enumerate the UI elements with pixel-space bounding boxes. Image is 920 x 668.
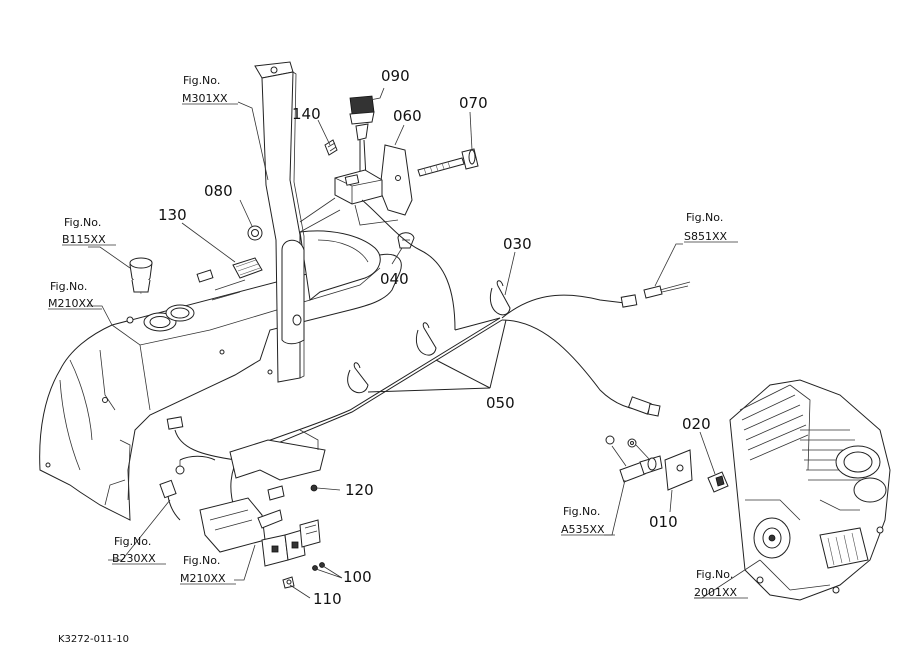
- part-080-grommet: [247, 225, 263, 241]
- label-010: 010: [649, 513, 678, 531]
- part-030-harness: [159, 199, 691, 546]
- svg-text:2001XX: 2001XX: [694, 586, 738, 599]
- part-020: [707, 471, 729, 493]
- figref-m210a: Fig.No. M210XX: [48, 280, 102, 310]
- part-130-pad: [232, 257, 263, 279]
- label-120: 120: [345, 481, 374, 499]
- figref-m210b: Fig.No. M210XX: [180, 554, 236, 585]
- switch-assembly: [299, 95, 479, 233]
- label-060: 060: [393, 107, 422, 125]
- engine-2001: [729, 379, 891, 601]
- fig-refs: Fig.No. M301XX Fig.No. B115XX Fig.No. M2…: [48, 74, 748, 599]
- label-050: 050: [486, 394, 515, 412]
- label-090: 090: [381, 67, 410, 85]
- svg-text:Fig.No.: Fig.No.: [64, 216, 101, 229]
- svg-text:B230XX: B230XX: [112, 552, 156, 565]
- figref-b230: Fig.No. B230XX: [112, 535, 166, 565]
- figref-m301: Fig.No. M301XX: [182, 74, 238, 105]
- svg-text:M210XX: M210XX: [48, 297, 94, 310]
- svg-text:Fig.No.: Fig.No.: [183, 554, 220, 567]
- svg-text:Fig.No.: Fig.No.: [696, 568, 733, 581]
- label-100: 100: [343, 568, 372, 586]
- diagram-code: K3272-011-10: [58, 634, 129, 645]
- label-080: 080: [204, 182, 233, 200]
- figref-b115: Fig.No. B115XX: [62, 216, 116, 246]
- label-020: 020: [682, 415, 711, 433]
- svg-text:Fig.No.: Fig.No.: [50, 280, 87, 293]
- figref-s851: Fig.No. S851XX: [684, 211, 738, 243]
- vertical-post: [254, 61, 305, 383]
- svg-text:B115XX: B115XX: [62, 233, 106, 246]
- label-140: 140: [292, 105, 321, 123]
- svg-text:Fig.No.: Fig.No.: [563, 505, 600, 518]
- figref-a535: Fig.No. A535XX: [561, 505, 615, 536]
- part-050-clamps: [347, 280, 511, 394]
- svg-text:S851XX: S851XX: [684, 230, 728, 243]
- svg-text:M210XX: M210XX: [180, 572, 226, 585]
- part-labels: 090 140 060 070 080 130 030 040 050 020 …: [158, 67, 711, 608]
- label-110: 110: [313, 590, 342, 608]
- label-030: 030: [503, 235, 532, 253]
- figref-2001: Fig.No. 2001XX: [694, 568, 748, 599]
- svg-text:M301XX: M301XX: [182, 92, 228, 105]
- label-130: 130: [158, 206, 187, 224]
- sensor-b115: [129, 257, 153, 295]
- lower-bracket: [199, 429, 326, 589]
- leader-lines: [88, 87, 761, 599]
- svg-text:Fig.No.: Fig.No.: [686, 211, 723, 224]
- part-010-bracket: [605, 435, 693, 491]
- fender-panel: [39, 230, 402, 521]
- svg-text:Fig.No.: Fig.No.: [114, 535, 151, 548]
- label-040: 040: [380, 270, 409, 288]
- label-070: 070: [459, 94, 488, 112]
- svg-text:Fig.No.: Fig.No.: [183, 74, 220, 87]
- svg-text:A535XX: A535XX: [561, 523, 605, 536]
